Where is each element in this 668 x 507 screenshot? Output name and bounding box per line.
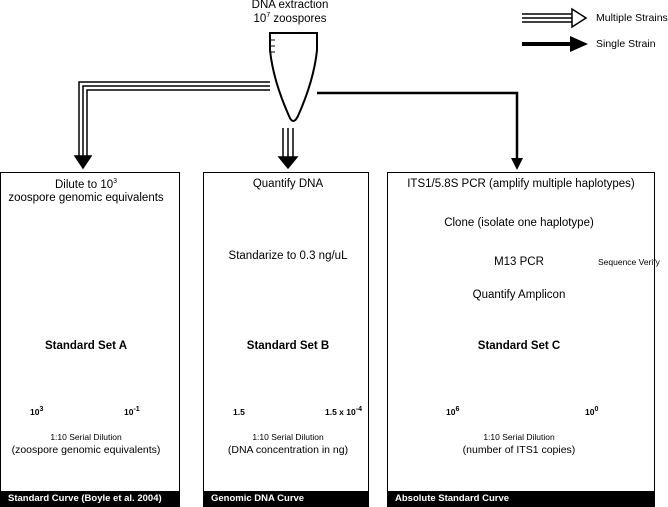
panel-c-step3: M13 PCR bbox=[494, 256, 544, 268]
panel-c-step2: Clone (isolate one haplotype) bbox=[444, 217, 594, 229]
legend-single-label: Single Strain bbox=[596, 38, 656, 50]
panel-c-set-title: Standard Set C bbox=[477, 340, 561, 352]
panel-b-dilution: 1:10 Serial Dilution bbox=[252, 432, 324, 442]
legend-single-arrow-icon bbox=[522, 36, 588, 52]
panel-a-footer: Standard Curve (Boyle et al. 2004) bbox=[0, 491, 180, 507]
panel-c-step3-side: Sequence Verify bbox=[598, 257, 660, 267]
panel-b-step2: Standarize to 0.3 ng/uL bbox=[228, 250, 348, 262]
legend-multiple-label: Multiple Strains bbox=[596, 12, 668, 24]
source-tube-icon bbox=[269, 32, 318, 122]
multi-strain-arrow-middle bbox=[277, 128, 299, 170]
panel-c bbox=[387, 172, 655, 507]
legend-multiple-arrow-icon bbox=[522, 7, 588, 29]
panel-a-range-start: 103 bbox=[30, 406, 44, 417]
panel-b-unit: (DNA concentration in ng) bbox=[227, 444, 349, 456]
panel-c-step4: Quantify Amplicon bbox=[472, 289, 566, 301]
panel-a-range-end: 10-1 bbox=[124, 406, 140, 417]
panel-b bbox=[203, 172, 369, 507]
zoospore-count-label: 107 zoospores bbox=[253, 12, 327, 25]
dna-extraction-label: DNA extraction bbox=[251, 0, 329, 11]
panel-b-range-end: 1.5 x 10-4 bbox=[325, 406, 362, 417]
single-strain-arrow-right bbox=[317, 91, 523, 170]
panel-a-dilution: 1:10 Serial Dilution bbox=[50, 432, 122, 442]
panel-c-dilution: 1:10 Serial Dilution bbox=[483, 432, 555, 442]
panel-a-set-title: Standard Set A bbox=[44, 340, 128, 352]
panel-a-unit: (zoospore genomic equivalents) bbox=[11, 444, 161, 456]
panel-b-range-start: 1.5 bbox=[233, 407, 245, 417]
panel-c-step1: ITS1/5.8S PCR (amplify multiple haplotyp… bbox=[407, 178, 635, 190]
panel-b-step1: Quantify DNA bbox=[252, 178, 324, 190]
panel-c-range-end: 100 bbox=[585, 406, 599, 417]
panel-a-step1: Dilute to 103 bbox=[54, 178, 118, 191]
panel-c-footer: Absolute Standard Curve bbox=[387, 491, 655, 507]
panel-a-step1-line2: zoospore genomic equivalents bbox=[8, 192, 164, 204]
panel-b-set-title: Standard Set B bbox=[246, 340, 330, 352]
multi-strain-arrow-left bbox=[73, 81, 270, 170]
panel-c-range-start: 106 bbox=[446, 406, 460, 417]
panel-c-unit: (number of ITS1 copies) bbox=[462, 444, 576, 456]
panel-a bbox=[0, 172, 180, 507]
panel-b-footer: Genomic DNA Curve bbox=[203, 491, 369, 507]
